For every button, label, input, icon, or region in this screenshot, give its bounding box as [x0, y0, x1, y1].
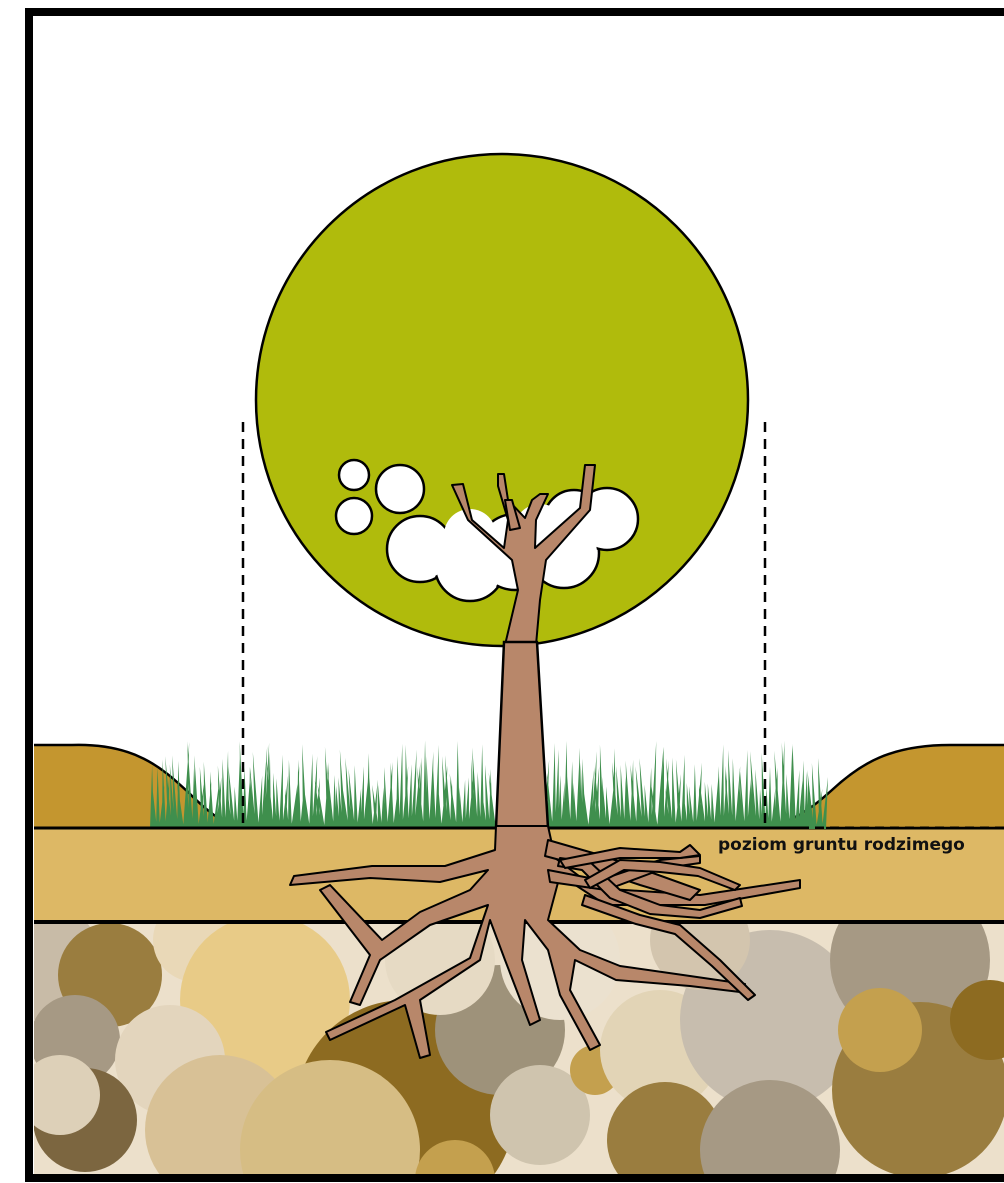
stone: [838, 988, 922, 1072]
tree-icon: [256, 154, 748, 828]
grass-blades: [150, 740, 828, 829]
ground-level-label: poziom gruntu rodzimego: [718, 835, 965, 855]
tree-trunk: [496, 642, 548, 828]
grass-icon: [150, 740, 828, 829]
